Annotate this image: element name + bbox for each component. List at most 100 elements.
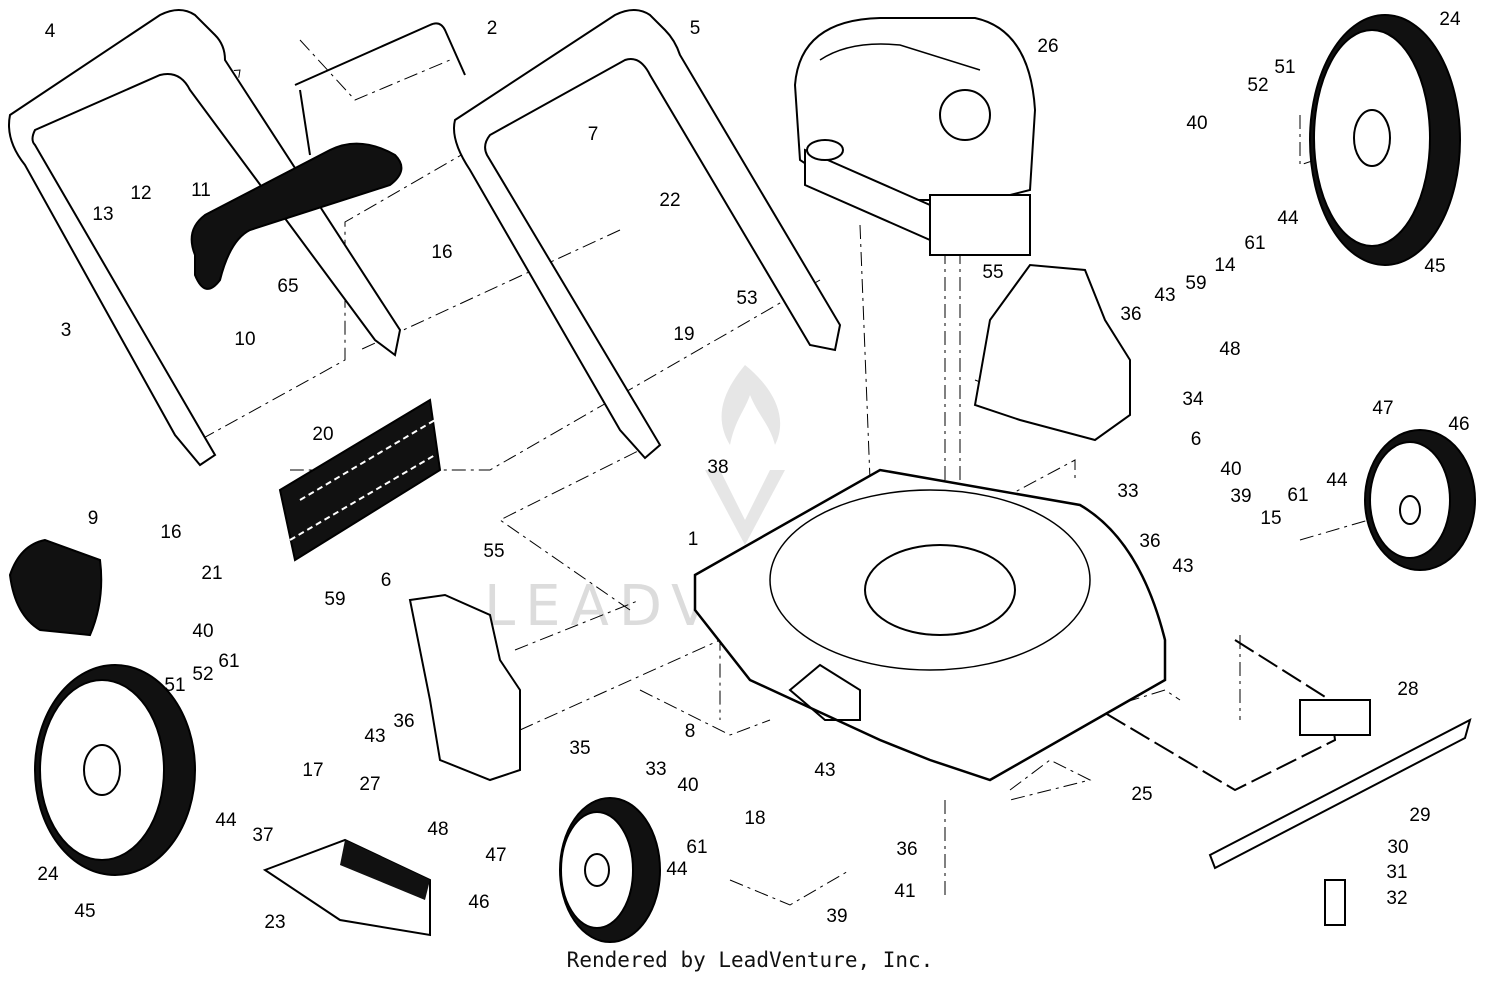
callout-12: 12 [130, 183, 151, 204]
callout-48b: 48 [427, 819, 448, 840]
callout-5: 5 [690, 18, 701, 39]
callout-52: 52 [1247, 75, 1268, 96]
callout-14: 14 [1214, 255, 1236, 276]
callout-51b: 51 [164, 675, 185, 696]
callout-39: 39 [1230, 486, 1251, 507]
callout-2: 2 [487, 18, 498, 39]
height-bracket-left [408, 593, 521, 782]
callout-65: 65 [277, 276, 298, 297]
callout-16b: 16 [160, 522, 181, 543]
callout-31: 31 [1386, 862, 1407, 883]
callout-19: 19 [673, 324, 694, 345]
callout-40d: 40 [677, 775, 698, 796]
callout-10: 10 [234, 329, 255, 350]
callout-32: 32 [1386, 888, 1407, 909]
callout-46: 46 [1448, 414, 1469, 435]
blade [1208, 718, 1472, 870]
callout-37: 37 [252, 825, 273, 846]
callout-27: 27 [359, 774, 380, 795]
callout-55: 55 [982, 262, 1003, 283]
callout-61c: 61 [218, 651, 239, 672]
callout-55b: 55 [483, 541, 504, 562]
callout-35: 35 [569, 738, 590, 759]
blade-bolt [1324, 879, 1346, 926]
wheel-front-right [1364, 429, 1476, 571]
wheel-rear-left [34, 664, 196, 876]
callout-26: 26 [1037, 36, 1058, 57]
callout-43c: 43 [364, 726, 385, 747]
callout-33: 33 [1117, 481, 1138, 502]
callout-44c: 44 [215, 810, 237, 831]
callout-61d: 61 [686, 837, 707, 858]
callout-25: 25 [1131, 784, 1152, 805]
callout-43d: 43 [814, 760, 835, 781]
callout-1: 1 [688, 529, 699, 550]
callout-47: 47 [1372, 398, 1393, 419]
callout-44d: 44 [666, 859, 688, 880]
callout-28: 28 [1397, 679, 1418, 700]
wheel-front-left [559, 797, 661, 943]
mulch-plug [8, 538, 103, 637]
height-bracket-right [973, 263, 1131, 442]
callouts: 4 2 5 26 24 40 52 51 7 12 11 13 22 65 16… [37, 9, 1469, 933]
callout-61b: 61 [1287, 485, 1308, 506]
callout-48: 48 [1219, 339, 1240, 360]
callout-18: 18 [744, 808, 765, 829]
callout-6b: 6 [381, 570, 392, 591]
callout-13: 13 [92, 204, 113, 225]
callout-40c: 40 [192, 621, 213, 642]
callout-17: 17 [302, 760, 323, 781]
callout-59: 59 [1185, 273, 1206, 294]
callout-22: 22 [659, 190, 680, 211]
callout-23: 23 [264, 912, 285, 933]
callout-21: 21 [201, 563, 222, 584]
callout-29: 29 [1409, 805, 1430, 826]
callout-33b: 33 [645, 759, 666, 780]
callout-38: 38 [707, 457, 728, 478]
callout-34: 34 [1182, 389, 1204, 410]
rear-flap [278, 398, 442, 562]
callout-15: 15 [1260, 508, 1281, 529]
lower-handle-left [8, 9, 402, 467]
callout-45: 45 [1424, 256, 1445, 277]
callout-20: 20 [312, 424, 333, 445]
blade-assembly-line [1099, 639, 1337, 792]
footer-credit: Rendered by LeadVenture, Inc. [566, 948, 934, 972]
callout-40b: 40 [1220, 459, 1241, 480]
callout-4: 4 [45, 21, 56, 42]
callout-59b: 59 [324, 589, 345, 610]
callout-3: 3 [61, 320, 72, 341]
callout-6: 6 [1191, 429, 1202, 450]
callout-43b: 43 [1172, 556, 1193, 577]
callout-11: 11 [191, 180, 211, 201]
callout-61: 61 [1244, 233, 1265, 254]
callout-30: 30 [1387, 837, 1408, 858]
callout-40: 40 [1186, 113, 1207, 134]
callout-16: 16 [431, 242, 452, 263]
callout-53: 53 [736, 288, 757, 309]
callout-39b: 39 [826, 906, 847, 927]
callout-24: 24 [1439, 9, 1461, 30]
callout-46b: 46 [468, 892, 489, 913]
engine [793, 17, 1037, 256]
callout-43: 43 [1154, 285, 1175, 306]
callout-47b: 47 [485, 845, 506, 866]
callout-45b: 45 [74, 901, 95, 922]
upper-handle-right [453, 9, 842, 460]
callout-36b: 36 [1139, 531, 1160, 552]
callout-52b: 52 [192, 664, 213, 685]
callout-51: 51 [1274, 57, 1295, 78]
callout-24b: 24 [37, 864, 59, 885]
callout-44: 44 [1277, 208, 1299, 229]
callout-8: 8 [685, 721, 696, 742]
callout-36: 36 [1120, 304, 1141, 325]
callout-44b: 44 [1326, 470, 1348, 491]
callout-41: 41 [894, 881, 915, 902]
foam-grip [190, 142, 403, 290]
wheel-rear-right [1309, 14, 1461, 266]
bail-handle [294, 22, 466, 86]
blade-adapter [1299, 699, 1371, 736]
mower-deck [693, 468, 1167, 782]
callout-7: 7 [588, 124, 599, 145]
